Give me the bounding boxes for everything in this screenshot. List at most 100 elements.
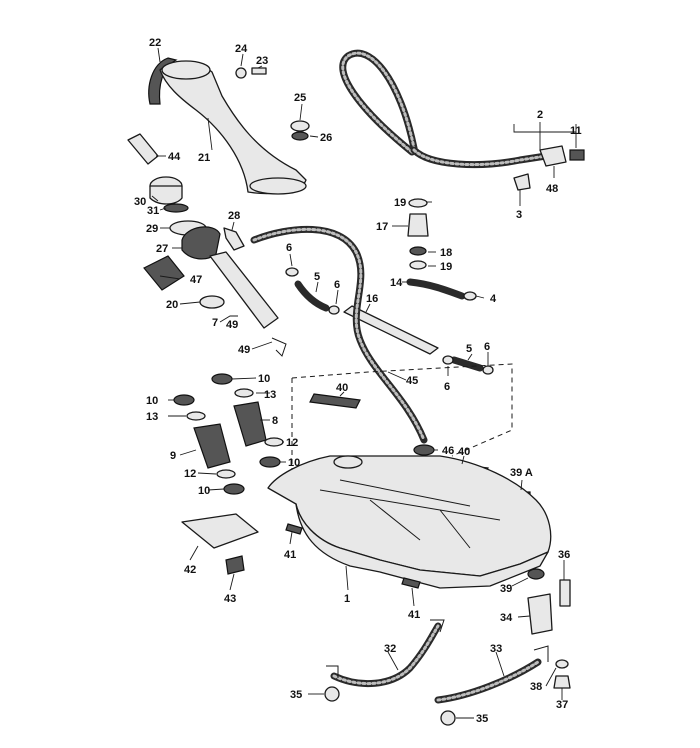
part-49-bracket [271, 337, 287, 357]
part-25-grommet [290, 120, 310, 132]
part-26-washer [291, 131, 309, 141]
callout-22: 22 [149, 37, 161, 49]
part-19-clamp-upper [408, 198, 428, 208]
callout-36: 36 [558, 549, 570, 561]
callout-40-b: 40 [458, 446, 470, 458]
part-33-strap-core [436, 660, 540, 702]
part-40-pad-a [309, 393, 361, 409]
tank-outline-dashed [291, 363, 513, 457]
callout-2: 2 [537, 109, 543, 121]
callout-41-b: 41 [408, 609, 420, 621]
part-21-filler-neck-duct [159, 61, 307, 195]
part-41-clip-left [285, 523, 303, 535]
part-1-tank-filler-port [333, 455, 363, 469]
part-6-clamp-upper [285, 267, 299, 277]
part-39-bush [527, 568, 545, 580]
parts-layer [127, 49, 585, 726]
callout-8: 8 [272, 415, 278, 427]
part-6-clamp-right-b [482, 365, 494, 375]
callout-13-b: 13 [146, 411, 158, 423]
callout-42: 42 [184, 564, 196, 576]
callout-32: 32 [384, 643, 396, 655]
part-18-washer [409, 246, 427, 256]
part-14-hose [406, 278, 466, 300]
part-21-duct-outlet [249, 177, 307, 195]
callout-39: 39 [500, 583, 512, 595]
callout-14: 14 [390, 277, 403, 289]
part-48-valve [539, 145, 567, 167]
part-23-bolt [251, 67, 267, 75]
callout-40-a: 40 [336, 382, 348, 394]
part-4-clamp [463, 291, 477, 301]
callout-35-a: 35 [290, 689, 302, 701]
part-34-bracket [527, 593, 553, 635]
part-17-check-valve [407, 213, 429, 237]
callout-43: 43 [224, 593, 236, 605]
part-27-rubber-boot [181, 226, 221, 260]
part-2-vent-line-loop [339, 49, 418, 156]
callout-45: 45 [406, 375, 418, 387]
part-19-clamp-lower [409, 260, 427, 270]
part-35-nut-upper [324, 686, 340, 702]
part-13-clamp-b [186, 411, 206, 421]
callout-10-b: 10 [288, 457, 300, 469]
part-41-clip-right [401, 577, 421, 589]
callout-9: 9 [170, 450, 176, 462]
callout-23: 23 [256, 55, 268, 67]
callout-18: 18 [440, 247, 452, 259]
callout-16: 16 [366, 293, 378, 305]
callout-1: 1 [344, 593, 350, 605]
part-20-hose-clamp [199, 295, 225, 309]
callout-49-a: 49 [226, 319, 238, 331]
callout-6-d: 6 [444, 381, 450, 393]
callout-46: 46 [442, 445, 454, 457]
callout-11: 11 [570, 125, 582, 137]
part-46-grommet [413, 444, 435, 456]
part-8-bellows [233, 401, 267, 447]
part-43-clip [225, 555, 245, 575]
callout-6-a: 6 [286, 242, 292, 254]
callout-41-a: 41 [284, 549, 296, 561]
part-10-ring-c [173, 394, 195, 406]
callout-6-c: 6 [484, 341, 490, 353]
part-28-elbow [223, 227, 245, 251]
part-45-hose-core [252, 227, 426, 442]
callout-19-a: 19 [394, 197, 406, 209]
part-2-vent-line [410, 146, 550, 169]
callout-5-a: 5 [314, 271, 320, 283]
callout-21: 21 [198, 152, 210, 164]
part-1-tank-ribs [319, 479, 501, 549]
part-5-hose-right [450, 356, 484, 372]
callout-17: 17 [376, 221, 388, 233]
part-32-strap-end [326, 619, 445, 678]
part-37-nut [553, 675, 571, 689]
part-38-washer [555, 659, 569, 669]
part-31-cap-gasket [163, 203, 189, 213]
part-36-bolt [559, 579, 571, 607]
callout-10-a: 10 [258, 373, 270, 385]
callout-37: 37 [556, 699, 568, 711]
part-30-cap-body [149, 185, 183, 205]
callout-27: 27 [156, 243, 168, 255]
callout-31: 31 [147, 205, 159, 217]
callout-10-c: 10 [146, 395, 158, 407]
callout-26: 26 [320, 132, 332, 144]
part-9-bellows [193, 423, 231, 469]
part-24-nut [235, 67, 247, 79]
callout-7: 7 [212, 317, 218, 329]
part-12-clamp-b [216, 469, 236, 479]
part-1-fuel-tank [267, 455, 552, 577]
callout-20: 20 [166, 299, 178, 311]
callout-12-b: 12 [184, 468, 196, 480]
part-44-lock-cylinder [127, 133, 159, 165]
callout-3: 3 [516, 209, 522, 221]
callout-24: 24 [235, 43, 248, 55]
part-22-seal-strip [148, 57, 178, 105]
callout-30: 30 [134, 196, 146, 208]
callout-6-b: 6 [334, 279, 340, 291]
part-10-ring-a [211, 373, 233, 385]
part-42-plate [181, 513, 259, 549]
part-33-strap-end [533, 645, 549, 662]
callout-25: 25 [294, 92, 306, 104]
part-10-ring-d [223, 483, 245, 495]
